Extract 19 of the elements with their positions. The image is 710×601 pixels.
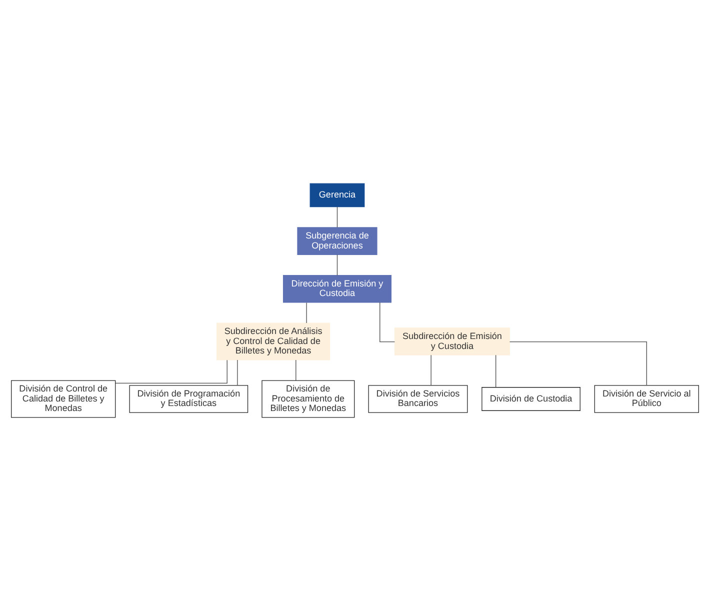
connector [306,302,307,324]
connector [509,342,647,386]
node-box: División de Control de Calidad de Billetes y Monedas [11,380,116,418]
connector [380,302,395,342]
connector [115,360,228,384]
node-box: Gerencia [310,183,365,208]
connector [336,206,338,228]
node-box: División de Programación y Estadísticas [129,385,248,413]
node-box: Dirección de Emisión y Custodia [282,274,392,303]
connector [237,360,238,386]
node-box: División de Servicios Bancarios [368,385,468,413]
node-box: Subdirección de Emisión y Custodia [394,328,510,356]
connector [430,354,432,386]
node-box: Subdirección de Análisis y Control de Calidad de Billetes y Monedas [216,322,330,360]
connector [336,254,338,276]
node-box: División de Custodia [482,387,580,411]
node-box: División de Servicio al Público [594,385,699,413]
node-box: División de Procesamiento de Billetes y Monedas [262,380,355,418]
node-box: Subgerencia de Operaciones [297,227,378,255]
